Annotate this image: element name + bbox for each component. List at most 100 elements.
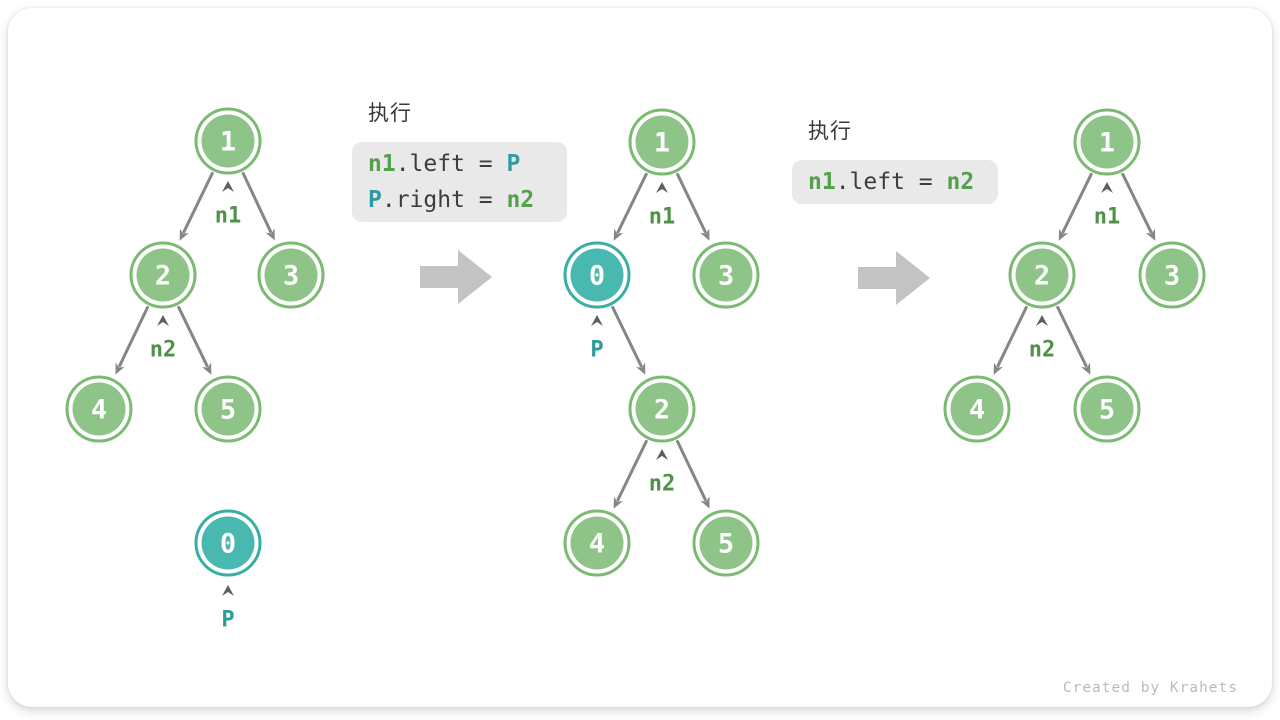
code-token-n1: n1 (808, 169, 836, 195)
tree-node-4: 4 (65, 375, 133, 443)
node-fill (635, 382, 689, 436)
tree-node-3: 3 (692, 241, 760, 309)
tree-node-2: 2 (628, 375, 696, 443)
edge-arrow-2-5 (676, 439, 710, 509)
node-value: 1 (220, 126, 236, 157)
node-value: 5 (220, 394, 236, 425)
caret-up-icon (591, 315, 603, 326)
node-fill (1145, 248, 1199, 302)
pointer-label: n2 (1029, 338, 1056, 363)
node-fill (201, 516, 255, 570)
node-fill (570, 248, 624, 302)
tree-node-0: 0 (563, 241, 631, 309)
node-fill (264, 248, 318, 302)
pointer-label: P (590, 338, 603, 363)
node-value: 5 (1099, 394, 1115, 425)
code-token-left-assign: .left = (835, 169, 947, 195)
caret-up-icon (656, 449, 668, 460)
edge-arrow-2-4 (115, 305, 149, 375)
node-fill (1080, 115, 1134, 169)
node-value: 2 (1034, 260, 1050, 291)
node-value: 2 (654, 394, 670, 425)
code-token-n2: n2 (506, 187, 535, 213)
node-fill (570, 516, 624, 570)
node-fill (72, 382, 126, 436)
node-fill (699, 248, 753, 302)
pointer-label: n1 (215, 204, 242, 229)
node-value: 3 (283, 260, 299, 291)
node-fill (136, 248, 190, 302)
tree-node-2: 2 (129, 241, 197, 309)
code-box-1: n1.left = P P.right = n2 (352, 142, 567, 222)
edge-arrow-2-5 (1056, 305, 1091, 375)
node-fill (201, 382, 255, 436)
exec-block-2: 执行 n1.left = n2 (792, 118, 998, 204)
code-token-p: P (368, 187, 382, 213)
initial-tree: 1 2 3 4 5 0 n1 n2P (65, 107, 325, 633)
node-fill (635, 115, 689, 169)
edge-arrow-1-0 (613, 172, 648, 241)
exec-title-1: 执行 (368, 101, 412, 125)
final-tree: 1 2 3 4 5 n1 n2 (943, 108, 1206, 443)
pointer-label: n1 (649, 205, 676, 230)
tree-node-5: 5 (194, 375, 262, 443)
caret-up-icon (1036, 315, 1048, 326)
tree-node-2: 2 (1008, 241, 1076, 309)
tree-node-5: 5 (692, 509, 760, 577)
pointer-label: P (221, 608, 234, 633)
node-fill (1015, 248, 1069, 302)
node-fill (950, 382, 1004, 436)
transition-arrow-icon-2 (858, 251, 930, 305)
caret-up-icon (656, 182, 668, 193)
exec-block-1: 执行 n1.left = P P.right = n2 (352, 100, 567, 222)
edge-arrow-1-3 (676, 172, 710, 241)
code-line: n1.left = P (368, 146, 551, 182)
pointer-n2: n2 (150, 315, 176, 363)
tree-node-1: 1 (628, 108, 696, 176)
edge-arrow-2-5 (177, 305, 212, 375)
pointer-n1: n1 (649, 182, 676, 230)
edge-arrow-1-3 (1121, 172, 1156, 241)
edge-arrow-1-2 (1058, 172, 1093, 241)
node-value: 0 (589, 260, 605, 291)
tree-node-3: 3 (1138, 241, 1206, 309)
node-value: 4 (589, 528, 605, 559)
code-token-left-assign: .left = (395, 151, 507, 177)
pointer-n2: n2 (649, 449, 675, 497)
tree-node-3: 3 (257, 241, 325, 309)
code-token-n1: n1 (368, 151, 396, 177)
tree-node-0: 0 (194, 509, 262, 577)
pointer-n1: n1 (215, 181, 242, 229)
node-value: 3 (1164, 260, 1180, 291)
exec-title-2: 执行 (808, 119, 852, 143)
edge-arrow-0-2 (611, 305, 646, 375)
code-token-n2: n2 (946, 169, 975, 195)
edge-arrow-1-3 (241, 172, 275, 241)
tree-node-4: 4 (563, 509, 631, 577)
code-line: P.right = n2 (368, 182, 551, 218)
caret-up-icon (222, 585, 234, 596)
code-token-right-assign: .right = (381, 187, 507, 213)
node-value: 1 (654, 127, 670, 158)
tree-node-4: 4 (943, 375, 1011, 443)
code-box-2: n1.left = n2 (792, 160, 998, 204)
code-token-p: P (506, 151, 521, 177)
pointer-n1: n1 (1094, 182, 1120, 230)
code-line: n1.left = n2 (808, 164, 982, 200)
transition-arrow-icon-1 (420, 250, 492, 304)
node-fill (699, 516, 753, 570)
node-value: 3 (718, 260, 734, 291)
tree-node-1: 1 (194, 107, 262, 175)
pointer-P: P (221, 585, 235, 633)
edge-arrow-2-4 (613, 439, 648, 509)
credit-text: Created by Krahets (1062, 680, 1238, 696)
pointer-n2: n2 (1029, 315, 1056, 363)
node-fill (1080, 382, 1134, 436)
node-value: 1 (1099, 127, 1115, 158)
tree-node-1: 1 (1073, 108, 1141, 176)
caret-up-icon (157, 315, 169, 326)
node-value: 4 (91, 394, 107, 425)
edge-arrow-2-4 (993, 305, 1028, 375)
